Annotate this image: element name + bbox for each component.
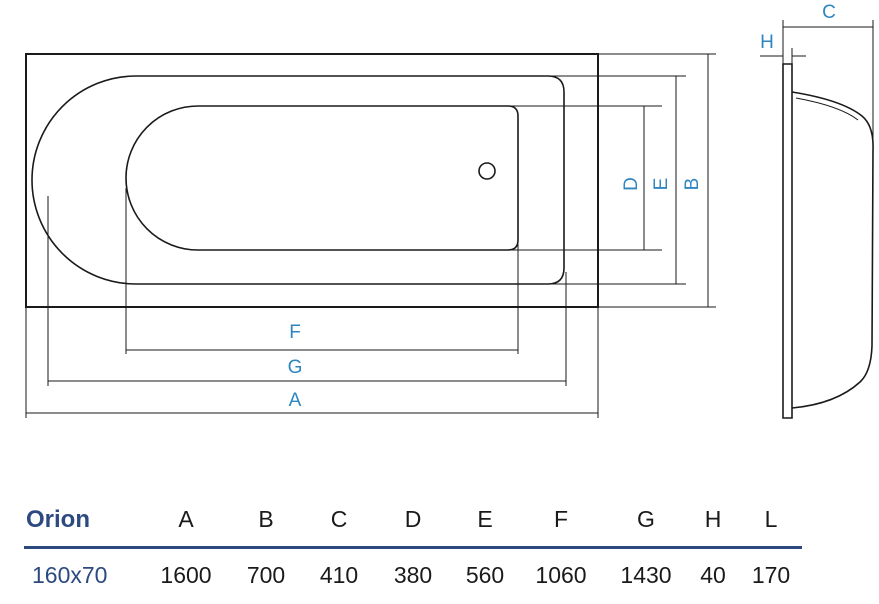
model-name: Orion [26, 506, 90, 533]
label-b: B [682, 178, 703, 191]
drain-hole [478, 162, 496, 180]
label-e: E [651, 178, 672, 191]
tub-basin [125, 105, 519, 251]
column-header: A [178, 506, 194, 532]
table-cell: 410 [319, 562, 359, 588]
label-a: A [289, 390, 302, 411]
column-header: H [704, 506, 722, 532]
column-header: L [764, 506, 778, 532]
model-size: 160x70 [32, 562, 108, 588]
tub-inner-rim [31, 75, 565, 285]
table-cell: 1060 [535, 562, 587, 588]
column-header: B [258, 506, 274, 532]
table-cell: 1430 [620, 562, 672, 588]
side-profile-rim [782, 63, 793, 419]
column-header: F [553, 506, 569, 532]
label-h: H [760, 32, 774, 53]
table-cell: 40 [700, 562, 726, 588]
table-cell: 380 [393, 562, 433, 588]
dimensions-table: Orion A B C D E F G H L 160x70 1600 700 … [24, 500, 802, 600]
label-f: F [289, 322, 301, 343]
column-header: C [330, 506, 348, 532]
side-profile-inner-edge [795, 97, 859, 121]
table-cell: 170 [751, 562, 791, 588]
table-header-row: Orion A B C D E F G H L [24, 500, 802, 549]
column-header: D [404, 506, 422, 532]
column-header: G [637, 506, 655, 532]
table-cell: 700 [246, 562, 286, 588]
label-d: D [621, 177, 642, 191]
table-cell: 560 [465, 562, 505, 588]
column-header: E [477, 506, 493, 532]
table-cell: 1600 [160, 562, 212, 588]
side-profile-body [791, 91, 874, 409]
header-divider [24, 546, 802, 549]
label-c: C [822, 2, 836, 23]
label-g: G [288, 357, 303, 378]
tub-outer-rim [25, 53, 599, 308]
table-row: 160x70 1600 700 410 380 560 1060 1430 40… [24, 556, 802, 600]
